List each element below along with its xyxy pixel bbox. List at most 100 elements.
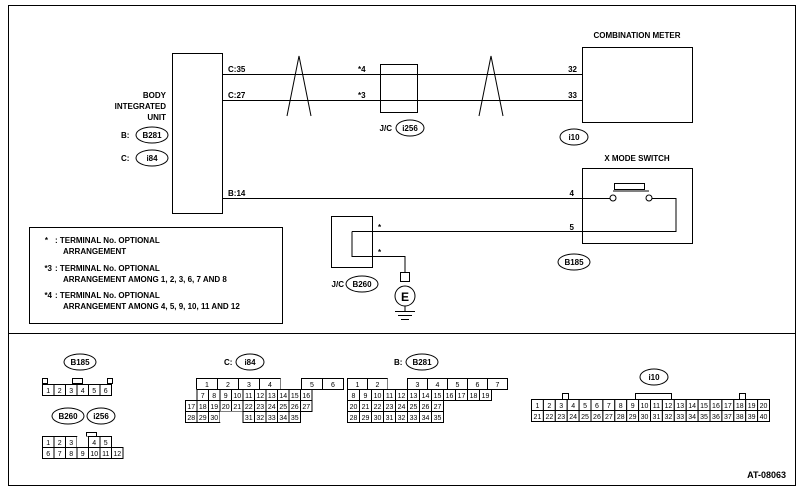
- pin-label: 7: [607, 403, 611, 410]
- wire-ground-mark: *: [378, 248, 382, 257]
- joint-connector-i256: [380, 64, 418, 113]
- twist-mark-right: [478, 55, 504, 117]
- view-tag-b185-label: B185: [70, 358, 90, 367]
- pin-label: 3: [247, 382, 251, 389]
- pin-cell: [288, 411, 301, 423]
- pin-label: 30: [641, 414, 649, 421]
- legend-text-1a: : TERMINAL No. OPTIONAL: [55, 236, 160, 245]
- connector-tag-b260: [345, 275, 379, 293]
- pin-label: 5: [92, 388, 96, 395]
- figure-id: AT-08063: [747, 470, 786, 480]
- pin-cell: [487, 378, 508, 390]
- view-prefix-i84: C:: [224, 358, 232, 367]
- legend-box: [29, 227, 283, 324]
- legend-text-3a: : TERMINAL No. OPTIONAL: [55, 291, 160, 300]
- pin-label: 2: [226, 382, 230, 389]
- wire-c27-right-label: 33: [568, 91, 577, 100]
- pin-label: 30: [210, 415, 218, 422]
- wire-switch-right: [600, 198, 677, 232]
- pin-label: 6: [104, 388, 108, 395]
- pin-label: 34: [422, 415, 430, 422]
- pin-cell: [185, 389, 197, 401]
- pin-label: 39: [748, 414, 756, 421]
- pin-label: 3: [69, 440, 73, 447]
- pin-label: 22: [545, 414, 553, 421]
- pin-label: 14: [279, 393, 287, 400]
- wire-b14-left-label: B:14: [228, 189, 246, 198]
- pin-label: 27: [434, 404, 442, 411]
- pin-label: 34: [279, 415, 287, 422]
- pin-label: 11: [102, 451, 109, 458]
- pin-label: 17: [458, 393, 466, 400]
- legend-text-1b: ARRANGEMENT: [63, 247, 126, 256]
- pin-label: 10: [90, 451, 98, 458]
- latch-i10-right: [739, 393, 746, 400]
- pin-label: 15: [434, 393, 442, 400]
- wire-ground: [351, 231, 406, 272]
- pin-label: 18: [736, 403, 744, 410]
- ground-connector: [400, 272, 410, 282]
- pin-label: 29: [362, 415, 370, 422]
- connector-tag-i84: [135, 149, 169, 167]
- pin-label: 37: [724, 414, 732, 421]
- pin-label: 16: [446, 393, 454, 400]
- pin-label: 8: [212, 393, 216, 400]
- wire-5-mark: *: [378, 223, 382, 232]
- pin-cell: [111, 447, 124, 459]
- connector-tag-b185-label: B185: [564, 258, 584, 267]
- pin-cell: [322, 378, 344, 390]
- pin-cell: [757, 410, 770, 422]
- connector-tag-b281-label: B281: [142, 131, 162, 140]
- pin-label: 20: [222, 404, 230, 411]
- pin-label: 10: [641, 403, 649, 410]
- pin-label: 4: [92, 440, 96, 447]
- pin-label: 31: [245, 415, 253, 422]
- wire-c27-mark: *3: [358, 91, 366, 100]
- pin-label: 33: [410, 415, 418, 422]
- pin-label: 2: [376, 382, 380, 389]
- pin-label: 32: [664, 414, 672, 421]
- pin-label: 24: [398, 404, 406, 411]
- pin-label: 12: [256, 393, 264, 400]
- pin-label: 15: [700, 403, 708, 410]
- latch-b185-left: [42, 378, 48, 384]
- pin-label: 26: [593, 414, 601, 421]
- pin-label: 32: [256, 415, 264, 422]
- pin-label: 1: [205, 382, 209, 389]
- view-tag-b260-label: B260: [58, 412, 78, 421]
- pin-label: 13: [676, 403, 684, 410]
- pin-label: 23: [256, 404, 264, 411]
- pin-label: 1: [535, 403, 539, 410]
- pin-label: 20: [760, 403, 768, 410]
- pin-label: 5: [456, 382, 460, 389]
- pin-label: 11: [386, 393, 393, 400]
- wire-c35-right-label: 32: [568, 65, 577, 74]
- pin-label: 9: [631, 403, 635, 410]
- view-tag-i10: [639, 368, 669, 386]
- connector-tag-i84-label: i84: [146, 154, 158, 163]
- wire-c35-left-label: C:35: [228, 65, 246, 74]
- pin-label: 31: [386, 415, 394, 422]
- legend-key-1: *: [45, 236, 49, 245]
- pin-label: 28: [617, 414, 625, 421]
- view-tag-b185: [63, 353, 97, 371]
- pin-label: 5: [310, 382, 314, 389]
- pin-label: 15: [291, 393, 299, 400]
- pin-label: 9: [224, 393, 228, 400]
- view-prefix-b281: B:: [394, 358, 402, 367]
- pin-label: 30: [374, 415, 382, 422]
- pin-label: 16: [302, 393, 310, 400]
- connector-tag-i10: [559, 128, 589, 146]
- pin-label: 6: [331, 382, 335, 389]
- legend-text-2a: : TERMINAL No. OPTIONAL: [55, 264, 160, 273]
- pin-cell: [99, 384, 112, 396]
- view-tag-i84: [235, 353, 265, 371]
- pin-label: 1: [356, 382, 360, 389]
- combination-meter-title: COMBINATION METER: [594, 31, 681, 40]
- pin-label: 24: [569, 414, 577, 421]
- pin-cell: [280, 378, 302, 390]
- pin-label: 23: [557, 414, 565, 421]
- pin-label: 13: [268, 393, 276, 400]
- pin-label: 6: [476, 382, 480, 389]
